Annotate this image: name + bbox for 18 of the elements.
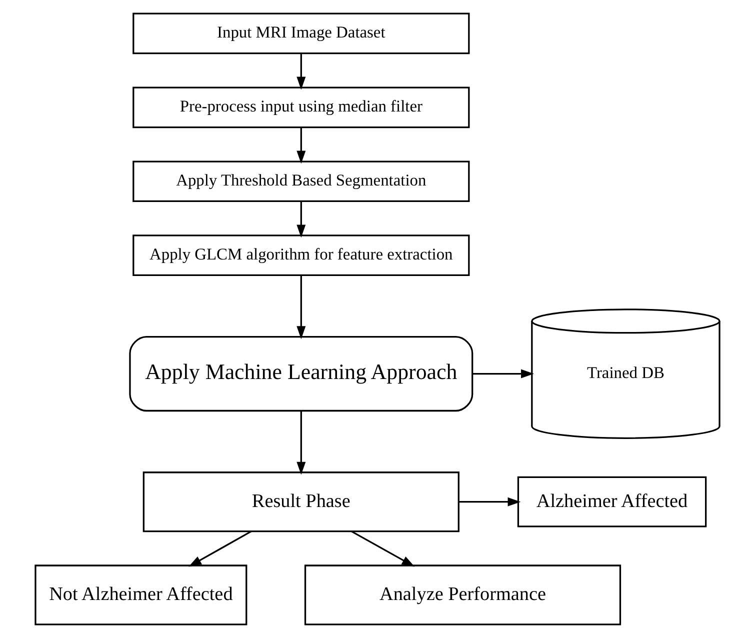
node-box: Apply Machine Learning Approach: [128, 336, 473, 412]
arrow: [296, 411, 306, 475]
arrow: [188, 530, 252, 567]
node-box: Alzheimer Affected: [516, 476, 706, 528]
arrow: [350, 530, 414, 567]
arrow: [296, 201, 306, 238]
arrow: [458, 497, 520, 506]
node-box: Result Phase: [142, 472, 459, 532]
arrow: [472, 369, 534, 378]
node-box: Input MRI Image Dataset: [132, 12, 470, 54]
arrow: [296, 275, 306, 340]
node-box: Apply Threshold Based Segmentation: [132, 160, 470, 202]
arrow: [296, 54, 306, 90]
node-box: Not Alzheimer Affected: [34, 564, 247, 626]
node-box: Apply GLCM algorithm for feature extraction: [132, 234, 470, 276]
node-box: Analyze Performance: [304, 564, 621, 626]
arrow: [296, 128, 306, 164]
node-box: Pre-process input using median filter: [132, 86, 470, 128]
